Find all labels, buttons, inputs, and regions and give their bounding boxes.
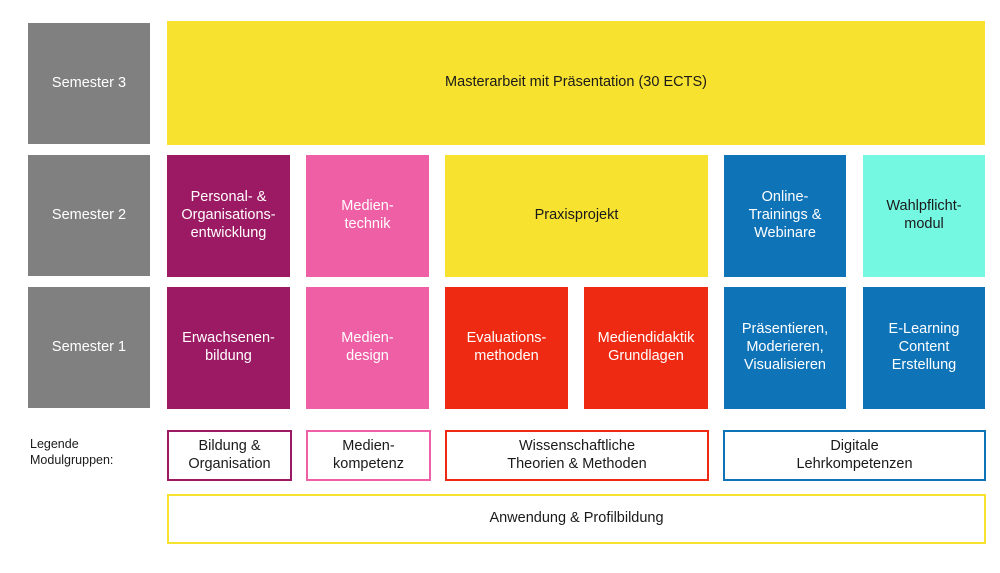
module-wahlpflichtmodul: Wahlpflicht- modul [863,155,985,277]
legend-medienkompetenz: Medien- kompetenz [306,430,431,481]
module-evaluationsmethoden: Evaluations- methoden [445,287,568,409]
module-online-trainings-webinare: Online- Trainings & Webinare [724,155,846,277]
module-elearning-content-erstellung: E-Learning Content Erstellung [863,287,985,409]
module-medientechnik: Medien- technik [306,155,429,277]
module-mediendidaktik-grundlagen: Mediendidaktik Grundlagen [584,287,708,409]
module-masterarbeit: Masterarbeit mit Präsentation (30 ECTS) [167,21,985,145]
legend-anwendung-profilbildung: Anwendung & Profilbildung [167,494,986,544]
module-personal-organisationsentwicklung: Personal- & Organisations- entwicklung [167,155,290,277]
module-mediendesign: Medien- design [306,287,429,409]
semester-1-label: Semester 1 [28,287,150,408]
module-praesentieren-moderieren-visualisieren: Präsentieren, Moderieren, Visualisieren [724,287,846,409]
legend-bildung-organisation: Bildung & Organisation [167,430,292,481]
legend-wissenschaftliche-theorien-methoden: Wissenschaftliche Theorien & Methoden [445,430,709,481]
module-erwachsenenbildung: Erwachsenen- bildung [167,287,290,409]
module-praxisprojekt: Praxisprojekt [445,155,708,277]
legend-digitale-lehrkompetenzen: Digitale Lehrkompetenzen [723,430,986,481]
legend-label: Legende Modulgruppen: [30,437,114,467]
semester-3-label: Semester 3 [28,23,150,144]
semester-2-label: Semester 2 [28,155,150,276]
